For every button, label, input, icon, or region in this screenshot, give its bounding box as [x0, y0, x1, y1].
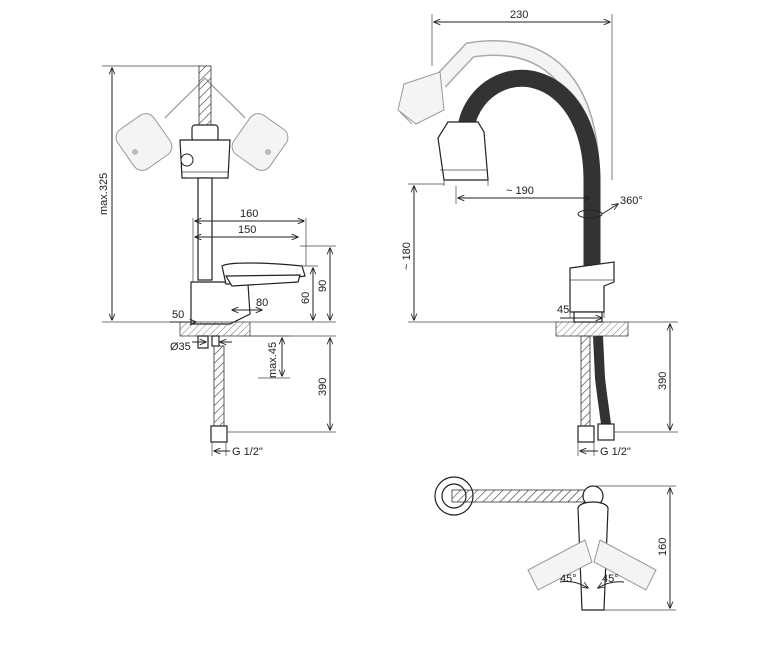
- shower-head-side: [437, 121, 489, 186]
- ghost-head-left: [115, 77, 206, 171]
- dim-390-front: 390: [317, 378, 329, 396]
- dim-height-180: ~ 180: [401, 242, 413, 270]
- dim-60: 60: [300, 292, 312, 304]
- ghost-head-right: [204, 77, 289, 171]
- connector-nut-front: [210, 425, 228, 443]
- dim-angle-left: 45°: [560, 573, 577, 585]
- dim-base-45: 45: [557, 304, 569, 316]
- dim-80: 80: [256, 297, 268, 309]
- mixer-body-front: [190, 262, 306, 325]
- supply-hose-front: [213, 345, 225, 427]
- mixer-body-side: [569, 261, 615, 313]
- dim-150: 150: [238, 224, 256, 236]
- counter-surface-front: [179, 321, 251, 337]
- dim-max-325: max.325: [98, 173, 110, 215]
- connector-nut-side-left: [577, 425, 595, 443]
- side-view: 360° 230 ~ 190 ~ 180 45: [397, 9, 678, 458]
- dim-diameter-35: Ø35: [170, 341, 191, 353]
- dim-thread-side: G 1/2": [600, 446, 631, 458]
- dim-angle-right: 45°: [602, 573, 619, 585]
- dim-160: 160: [240, 208, 258, 220]
- counter-surface-side: [555, 321, 629, 337]
- dim-max-45: max.45: [267, 342, 279, 378]
- dim-height-160-top: 160: [657, 538, 669, 556]
- dim-230: 230: [510, 9, 528, 21]
- dim-90: 90: [317, 280, 329, 292]
- supply-hose-side-left: [580, 335, 591, 427]
- top-view: 45° 45° 160: [434, 476, 676, 611]
- dim-thread-front: G 1/2": [232, 446, 263, 458]
- ghost-lever-right: [593, 539, 657, 591]
- front-view: max.325 160 150 90 60 80 50 Ø35 max.45: [98, 65, 336, 458]
- ghost-lever-left: [527, 539, 593, 591]
- ghost-spout-side: [397, 40, 600, 181]
- dim-50: 50: [172, 309, 184, 321]
- spout-pipe-front: [197, 177, 213, 281]
- flex-spout-top: [451, 489, 593, 503]
- shower-head-front: [179, 124, 231, 179]
- dim-reach-190: ~ 190: [506, 185, 534, 197]
- connector-nut-side-right: [597, 423, 615, 441]
- dim-rotation-360: 360°: [620, 195, 643, 207]
- dim-390-side: 390: [657, 372, 669, 390]
